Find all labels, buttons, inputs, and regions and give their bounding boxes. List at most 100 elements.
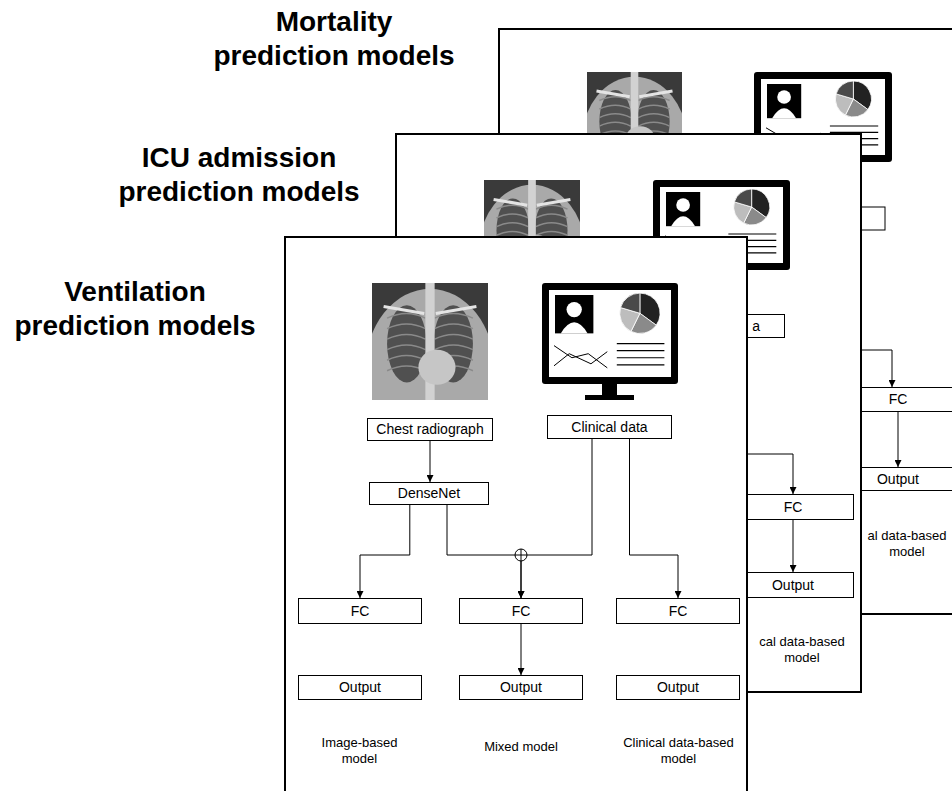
box-text: DenseNet [398,485,460,501]
xray-clavicle [639,91,672,97]
box-text: FC [512,603,531,619]
monitor-base [585,395,634,400]
concat-cross [521,549,522,561]
process-box: Output [459,675,583,700]
xray-rib [387,356,425,361]
xray-rib [536,223,568,227]
xray-heart [418,350,455,385]
box-text: a [752,318,760,334]
text-line [830,125,878,126]
person-head [676,198,690,212]
box-text: Clinical data [571,419,647,435]
xray-rib [638,114,669,118]
monitor-frame [542,283,678,384]
monitor-icon [542,283,678,400]
xray-rib [638,105,669,109]
text-line [617,343,665,344]
illustration-layer [365,283,678,453]
xray-rib [387,345,425,350]
panel-heading: Mortality prediction models [206,5,462,73]
person-shoulders [671,216,695,226]
xray-clavicle [537,199,571,205]
xray-rib [536,231,568,235]
box-text: Output [877,471,919,487]
process-box: FC [616,598,740,624]
person-shoulders [561,322,588,333]
connector-arrow [793,520,794,572]
process-box: Clinical data [547,415,672,439]
pie-slice [836,81,853,99]
pie-slice [734,189,751,207]
xray-image [372,283,488,400]
process-box: FC [298,598,422,624]
process-box: Output [616,675,740,700]
connector-arrow [898,412,899,467]
person-head [777,90,791,104]
connector-layer [793,520,794,572]
box-text: Output [657,679,699,695]
xray-rib [536,214,568,218]
process-box: Chest radiograph [367,418,493,441]
box-text: FC [669,603,688,619]
xray-rib [599,105,630,109]
xray-clavicle [384,306,425,313]
process-box: Output [298,675,422,700]
person-square [555,295,593,333]
xray-rib [387,334,425,339]
concat-symbol [515,549,527,561]
panel-heading: ICU admission prediction models [111,141,367,209]
person-square [767,84,801,118]
monitor-screen [549,290,671,377]
monitor-neck [602,384,617,395]
xray-rib [435,334,473,339]
xray-rib [387,324,425,329]
symbol-layer [515,549,527,561]
model-label: al data-based model [864,528,950,560]
person-square [666,192,700,226]
xray-rib [638,122,669,126]
process-box: Output [732,572,854,598]
model-label: Mixed model [461,739,581,755]
box-text: Output [500,679,542,695]
text-line [617,357,665,358]
xray-rib [435,345,473,350]
box-text: FC [784,499,803,515]
model-label: Clinical data-based model [616,735,741,767]
connector-arrow [360,505,410,598]
connector-layer [898,412,899,467]
connector-arrow [521,439,592,598]
process-box: DenseNet [369,482,489,505]
pie-slice [621,293,640,313]
text-line [728,233,776,234]
connector-arrow [630,439,679,598]
person-head [567,302,582,317]
xray-clavicle [436,306,477,313]
box-text: Output [772,577,814,593]
process-box: FC [459,598,583,624]
xray-rib [496,223,528,227]
text-line [617,364,665,365]
process-box: FC [732,494,854,520]
xray-clavicle [597,91,630,97]
model-label: Image-based model [312,735,407,767]
connector-arrow [521,624,522,675]
xray-clavicle [494,199,528,205]
person-shoulders [772,108,796,118]
xray-rib [599,122,630,126]
box-text: Output [339,679,381,695]
box-text: FC [889,391,908,407]
xray-rib [435,324,473,329]
connector-layer [360,439,678,675]
xray-rib [496,231,528,235]
panel-heading: Ventilation prediction models [7,275,263,343]
connector-arrow [447,505,521,598]
chart-line [554,346,607,368]
box-text: FC [351,603,370,619]
box-text: Chest radiograph [376,421,483,437]
text-line [617,350,665,351]
model-panel: Ventilation prediction modelsChest radio… [284,236,748,791]
panel-drawing [286,238,750,791]
model-label: cal data-based model [752,634,852,666]
concat-circle [515,549,527,561]
xray-rib [599,114,630,118]
